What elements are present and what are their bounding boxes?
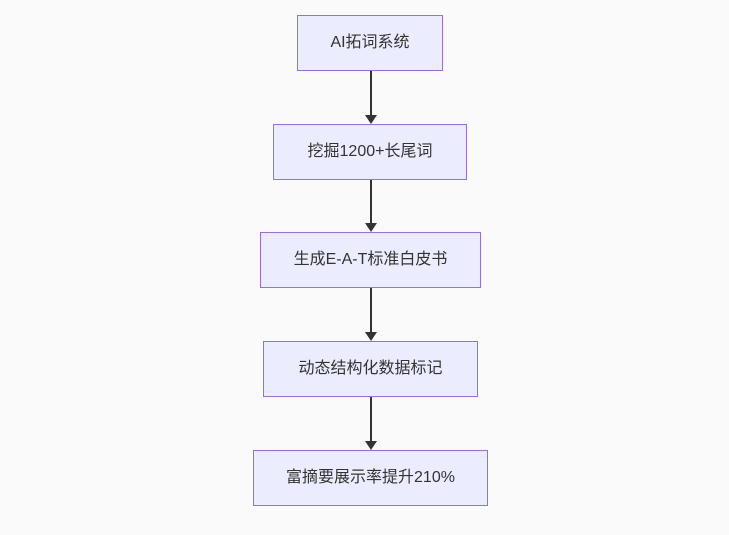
flow-arrow-4 — [364, 397, 378, 450]
flow-node-rich-snippet-uplift: 富摘要展示率提升210% — [253, 450, 488, 506]
flow-arrow-1 — [364, 71, 378, 124]
node-label: 富摘要展示率提升210% — [286, 469, 455, 487]
flow-node-longtail-mining: 挖掘1200+长尾词 — [273, 124, 467, 180]
flow-arrow-2 — [364, 180, 378, 232]
flow-arrow-3 — [364, 288, 378, 341]
node-label: 挖掘1200+长尾词 — [307, 143, 433, 161]
flow-node-ai-keyword-system: AI拓词系统 — [297, 15, 443, 71]
flow-node-structured-data-markup: 动态结构化数据标记 — [263, 341, 478, 397]
node-label: 动态结构化数据标记 — [298, 360, 443, 378]
flow-node-eat-whitepaper: 生成E-A-T标准白皮书 — [260, 232, 481, 288]
node-label: AI拓词系统 — [330, 34, 410, 52]
node-label: 生成E-A-T标准白皮书 — [293, 251, 448, 269]
